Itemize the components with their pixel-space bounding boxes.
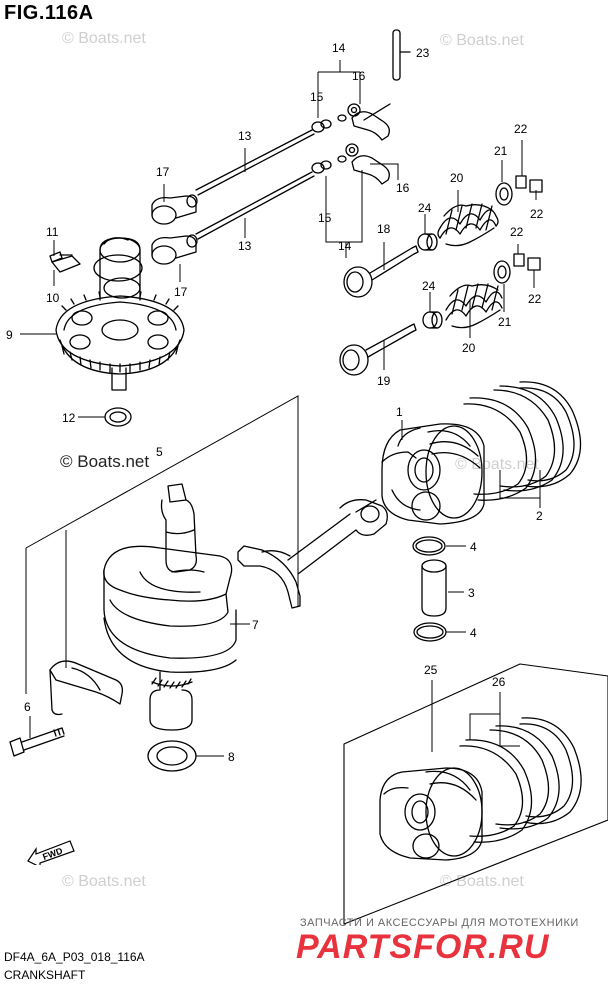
part-16-rocker-arm-upper xyxy=(347,103,391,141)
figure-title: FIG.116A xyxy=(4,2,94,24)
callout-7: 7 xyxy=(252,618,259,632)
watermark-mid-right: © Boats.net xyxy=(455,456,539,473)
callout-15-upper: 15 xyxy=(310,90,324,104)
part-9-camshaft-gear xyxy=(55,237,185,391)
callout-16-upper: 16 xyxy=(352,69,366,83)
part-18-valve-upper xyxy=(343,245,419,298)
part-4-circlip-lower xyxy=(413,622,447,642)
watermark-top-left: © Boats.net xyxy=(62,30,146,47)
part-13-push-rod-upper xyxy=(195,129,315,196)
part-21-retainer-lower xyxy=(493,260,511,284)
part-20-valve-spring-lower xyxy=(445,283,503,329)
callout-5: 5 xyxy=(156,445,163,459)
callout-24-upper: 24 xyxy=(418,201,432,215)
callout-17-lower: 17 xyxy=(174,285,188,299)
callout-16-lower: 16 xyxy=(396,181,410,195)
callout-24-lower: 24 xyxy=(422,279,436,293)
part-22-cotters-upper xyxy=(515,175,543,193)
part-16-rocker-arm-lower xyxy=(345,143,390,185)
callout-6: 6 xyxy=(24,700,31,714)
callout-23: 23 xyxy=(416,46,430,60)
part-24-valve-seal-upper xyxy=(417,233,438,251)
figure-caption: CRANKSHAFT xyxy=(4,968,86,982)
callout-8: 8 xyxy=(228,750,235,764)
callout-9: 9 xyxy=(6,328,13,342)
part-7-crankshaft xyxy=(103,483,237,731)
part-24-valve-seal-lower xyxy=(422,311,443,329)
part-22-cotters-lower xyxy=(513,253,541,271)
part-5-connecting-rod xyxy=(237,499,388,609)
watermark-top-right: © Boats.net xyxy=(440,32,524,49)
shop-watermark-line: ЗАПЧАСТИ И АКСЕССУАРЫ ДЛЯ МОТОТЕХНИКИ xyxy=(300,917,579,929)
part-12-washer xyxy=(104,407,132,427)
part-20-valve-spring-upper xyxy=(437,203,499,247)
callout-14-upper: 14 xyxy=(332,41,346,55)
part-4-circlip-upper xyxy=(412,536,446,556)
figure-code: DF4A_6A_P03_018_116A xyxy=(4,950,145,964)
callout-22-b: 22 xyxy=(530,207,544,221)
callout-15-lower: 15 xyxy=(318,211,332,225)
callout-10: 10 xyxy=(46,291,60,305)
part-17-tappet-lower xyxy=(151,234,198,265)
part-21-retainer-upper xyxy=(495,182,513,206)
fwd-arrow-icon: FWD xyxy=(27,840,75,865)
part-26-piston-rings xyxy=(459,717,582,843)
callout-20-lower: 20 xyxy=(462,341,476,355)
part-15-adjuster-upper xyxy=(311,114,347,133)
callout-22-c: 22 xyxy=(510,225,524,239)
part-13-push-rod-lower xyxy=(195,171,315,240)
part-11-bolt xyxy=(49,251,73,263)
part-2-piston-rings xyxy=(463,381,582,501)
callout-4-lower: 4 xyxy=(470,626,477,640)
callout-18: 18 xyxy=(377,222,391,236)
part-17-tappet-upper xyxy=(151,194,198,225)
part-25-piston-set-box xyxy=(343,663,608,925)
callout-17-upper: 17 xyxy=(156,165,170,179)
callout-13-upper: 13 xyxy=(238,129,252,143)
callout-25: 25 xyxy=(424,663,438,677)
watermark-center: © Boats.net xyxy=(60,452,150,471)
part-1-piston xyxy=(381,423,485,525)
callout-21-upper: 21 xyxy=(494,144,508,158)
callout-13-lower: 13 xyxy=(238,239,252,253)
callout-26: 26 xyxy=(492,675,506,689)
callout-20-upper: 20 xyxy=(450,171,464,185)
callout-11: 11 xyxy=(46,225,59,239)
shop-watermark-brand: PARTSFOR.RU xyxy=(296,928,550,966)
callout-12: 12 xyxy=(62,411,76,425)
part-6-cap-and-bolt xyxy=(9,660,124,757)
callout-3: 3 xyxy=(468,586,475,600)
callout-1: 1 xyxy=(396,405,403,419)
fwd-label: FWD xyxy=(41,845,64,862)
callout-22-a: 22 xyxy=(514,122,528,136)
part-23-pin xyxy=(392,29,411,81)
callout-4-upper: 4 xyxy=(470,540,477,554)
callout-21-lower: 21 xyxy=(498,315,512,329)
callout-14-lower: 14 xyxy=(338,239,352,253)
callout-numbers: 23 14 16 15 13 13 17 17 16 15 14 18 19 2… xyxy=(6,41,544,764)
part-3-piston-pin xyxy=(421,559,447,617)
part-19-valve-lower xyxy=(339,323,417,376)
callout-19: 19 xyxy=(377,374,391,388)
part-8-thrust-washer xyxy=(147,740,197,772)
callout-22-d: 22 xyxy=(528,292,542,306)
part-25-piston-set xyxy=(379,767,483,861)
callout-2: 2 xyxy=(536,509,543,523)
part-10-plate xyxy=(51,255,81,273)
watermark-bottom-left: © Boats.net xyxy=(62,873,146,890)
part-15-adjuster-lower xyxy=(311,155,347,174)
watermark-bottom-right: © Boats.net xyxy=(440,873,524,890)
leader-lines xyxy=(20,51,541,757)
